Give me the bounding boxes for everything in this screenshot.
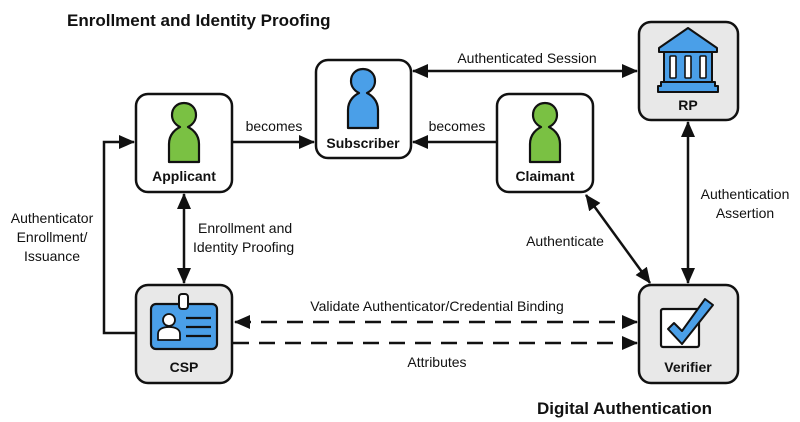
node-verifier-label: Verifier — [664, 359, 712, 375]
edge-label-enrollment-line1: Enrollment and — [198, 220, 292, 236]
edge-label-assertion-line1: Authentication — [701, 186, 790, 202]
edge-label-applicant-becomes: becomes — [246, 118, 303, 134]
node-subscriber-label: Subscriber — [326, 135, 400, 151]
edge-label-authenticate: Authenticate — [526, 233, 604, 249]
node-applicant: Applicant — [134, 92, 234, 194]
edge-label-enrollment-line2: Identity Proofing — [193, 239, 294, 255]
node-applicant-label: Applicant — [152, 168, 216, 184]
edge-label-attributes: Attributes — [407, 354, 466, 370]
node-csp: CSP — [134, 283, 234, 385]
node-verifier: Verifier — [637, 283, 740, 385]
edge-csp-to-applicant-issuance — [102, 135, 136, 335]
heading-enrollment: Enrollment and Identity Proofing — [67, 11, 331, 30]
heading-digital-authentication: Digital Authentication — [537, 399, 712, 418]
edge-label-issuance-line1: Authenticator — [11, 210, 94, 226]
edge-label-issuance-line3: Issuance — [24, 248, 80, 264]
edge-label-issuance-line2: Enrollment/ — [17, 229, 88, 245]
id-badge-icon — [149, 293, 219, 351]
person-icon — [346, 67, 380, 130]
edge-claimant-verifier — [584, 194, 652, 284]
person-icon — [167, 101, 201, 164]
node-claimant-label: Claimant — [515, 168, 574, 184]
node-rp-label: RP — [678, 97, 697, 113]
checkbox-check-icon — [659, 298, 714, 349]
node-subscriber: Subscriber — [314, 58, 413, 160]
edge-label-claimant-becomes: becomes — [429, 118, 486, 134]
edge-label-assertion-line2: Assertion — [716, 205, 774, 221]
node-claimant: Claimant — [495, 92, 595, 194]
node-rp: RP — [637, 20, 740, 122]
edge-label-authenticated-session: Authenticated Session — [457, 50, 596, 66]
node-csp-label: CSP — [170, 359, 199, 375]
person-icon — [528, 101, 562, 164]
edge-label-validate-binding: Validate Authenticator/Credential Bindin… — [310, 298, 563, 314]
bank-building-icon — [657, 27, 719, 93]
